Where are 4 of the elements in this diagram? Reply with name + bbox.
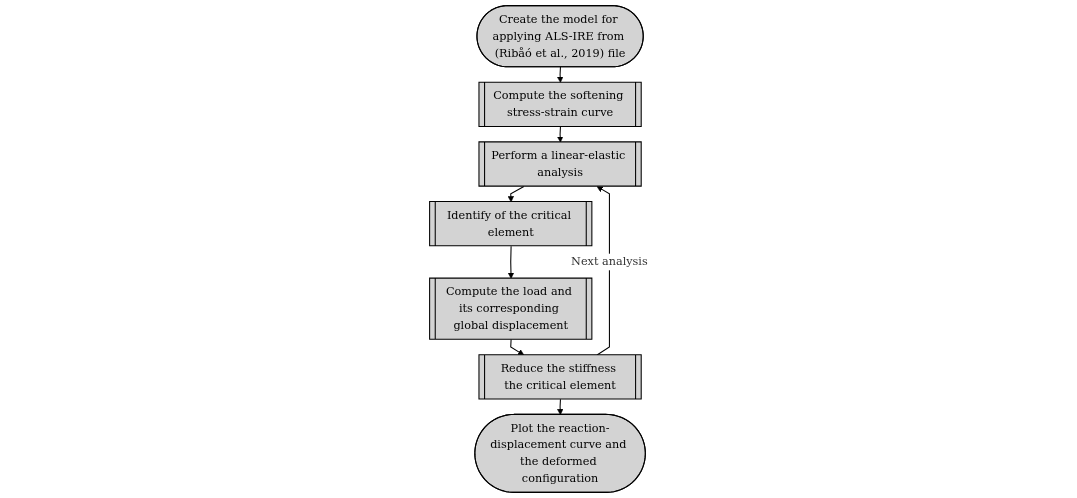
edge-label: Next analysis — [570, 254, 648, 269]
arrow — [507, 245, 514, 279]
arrow — [556, 398, 564, 416]
arrow — [556, 66, 564, 83]
